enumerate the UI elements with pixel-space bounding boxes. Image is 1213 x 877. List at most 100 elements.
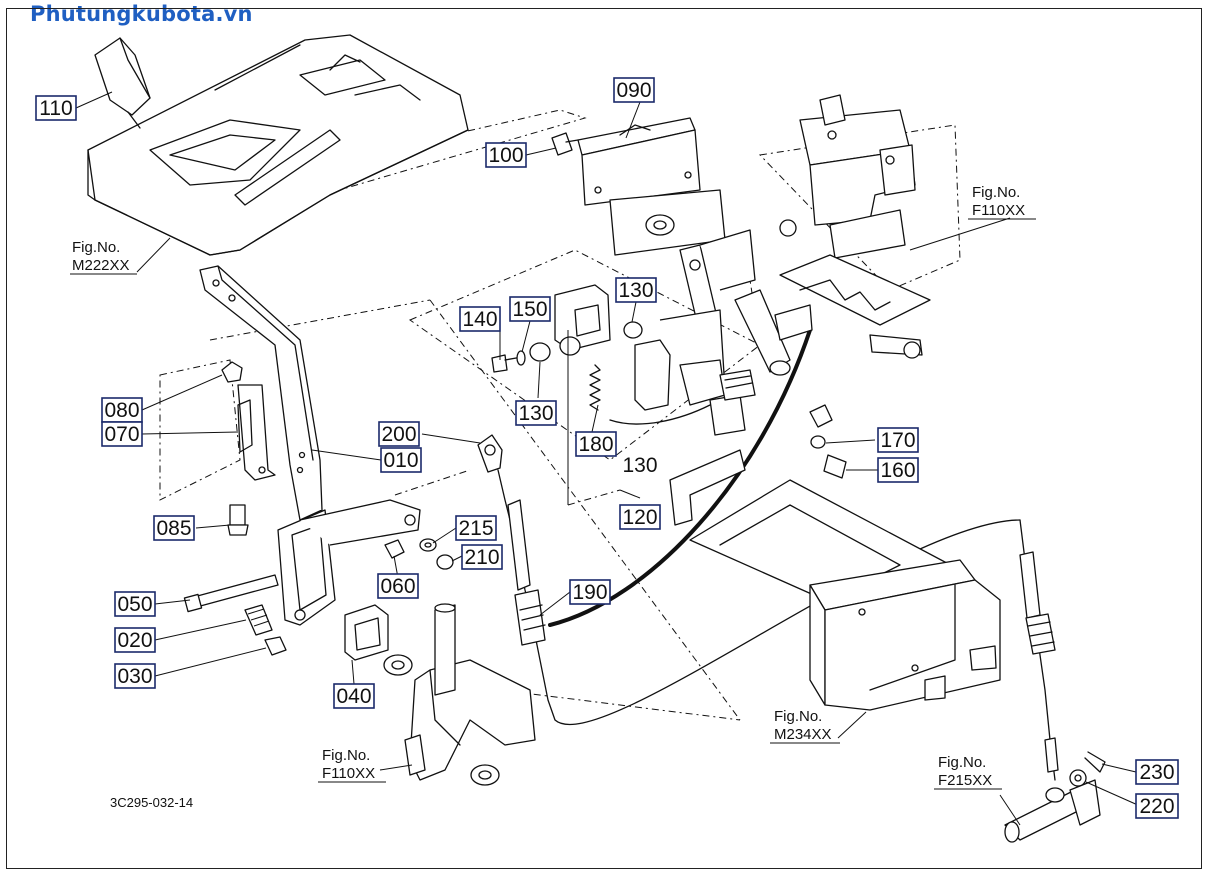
- part-label-040-text: 040: [336, 685, 371, 708]
- cable-190: [497, 328, 1021, 726]
- part-label-130-upper[interactable]: 130: [615, 277, 657, 303]
- part-label-010[interactable]: 010: [380, 447, 422, 473]
- fig-ref-m234[interactable]: Fig.No. M234XX: [770, 708, 840, 744]
- part-label-090[interactable]: 090: [613, 77, 655, 103]
- fig-ref-f110-top-line2: F110XX: [972, 202, 1025, 219]
- spring-020: [244, 604, 273, 636]
- nut-210: [436, 554, 454, 570]
- part-label-190-text: 190: [572, 581, 607, 604]
- fig-ref-f110-bottom-line1: Fig.No.: [322, 747, 370, 764]
- bolt-085: [227, 504, 249, 536]
- nut-170: [809, 404, 833, 449]
- fig-ref-f110-top-line1: Fig.No.: [972, 184, 1020, 201]
- part-label-160[interactable]: 160: [877, 457, 919, 483]
- part-label-140-text: 140: [462, 308, 497, 331]
- part-label-080[interactable]: 080: [101, 397, 143, 423]
- washer-150: [516, 350, 526, 366]
- base-frame: [689, 479, 1001, 711]
- part-label-220-text: 220: [1139, 795, 1174, 818]
- leader-lines: [75, 91, 1141, 826]
- part-label-070-text: 070: [104, 423, 139, 446]
- part-label-060[interactable]: 060: [377, 573, 419, 599]
- console-cover: [87, 34, 469, 256]
- part-label-170-text: 170: [880, 429, 915, 452]
- washer-220: [1069, 769, 1087, 787]
- washer-215: [419, 538, 437, 552]
- bolt-100: [551, 132, 579, 156]
- nut-030: [264, 636, 287, 656]
- gate-plate-right: [774, 254, 931, 359]
- gate-plate-090: [577, 117, 701, 206]
- bolt-140: [491, 354, 523, 373]
- fig-ref-f215-line2: F215XX: [938, 772, 992, 789]
- part-label-150[interactable]: 150: [509, 296, 551, 322]
- part-label-130-unboxed-text: 130: [622, 454, 657, 477]
- part-label-120-text: 120: [622, 506, 657, 529]
- part-label-080-text: 080: [104, 399, 139, 422]
- part-label-200-text: 200: [381, 423, 416, 446]
- part-label-110-text: 110: [39, 97, 72, 120]
- part-label-215-text: 215: [458, 517, 493, 540]
- part-label-020[interactable]: 020: [114, 627, 156, 653]
- bolt-050: [183, 574, 279, 613]
- part-label-030[interactable]: 030: [114, 663, 156, 689]
- shift-lever: [199, 265, 323, 521]
- phantom-outline-left: [159, 359, 241, 501]
- part-label-170[interactable]: 170: [877, 427, 919, 453]
- fig-ref-f215[interactable]: Fig.No. F215XX: [934, 754, 1002, 790]
- fig-ref-m222[interactable]: Fig.No. M222XX: [70, 239, 137, 275]
- part-label-220[interactable]: 220: [1135, 793, 1179, 819]
- part-label-180-text: 180: [578, 433, 613, 456]
- part-label-060-text: 060: [380, 575, 415, 598]
- bracket-070: [237, 384, 276, 481]
- fig-ref-f110-bottom-line2: F110XX: [322, 765, 375, 782]
- part-label-210-text: 210: [464, 546, 499, 569]
- part-label-085-text: 085: [156, 517, 191, 540]
- part-label-230[interactable]: 230: [1135, 759, 1179, 785]
- part-label-150-text: 150: [512, 298, 547, 321]
- fig-ref-m222-line2: M222XX: [72, 257, 130, 274]
- fig-ref-m234-line1: Fig.No.: [774, 708, 822, 725]
- fig-ref-m222-line1: Fig.No.: [72, 239, 120, 256]
- part-label-070[interactable]: 070: [101, 421, 143, 447]
- part-label-130-unboxed[interactable]: 130: [622, 454, 657, 477]
- part-label-120[interactable]: 120: [619, 504, 661, 530]
- right-upper-bracket: [779, 94, 916, 259]
- part-label-090-text: 090: [616, 79, 651, 102]
- fig-ref-f110-bottom[interactable]: Fig.No. F110XX: [318, 747, 386, 783]
- bolt-160: [823, 454, 847, 479]
- part-label-040[interactable]: 040: [333, 683, 375, 709]
- part-label-050[interactable]: 050: [114, 591, 156, 617]
- part-label-200[interactable]: 200: [378, 421, 420, 447]
- fig-ref-m234-line2: M234XX: [774, 726, 832, 743]
- right-cable-end: [1019, 519, 1059, 781]
- site-brand: Phutungkubota.vn: [30, 2, 253, 26]
- pivot-block: [609, 309, 726, 425]
- cotter-pin-230: [1084, 751, 1106, 773]
- part-label-215[interactable]: 215: [455, 515, 497, 541]
- fig-ref-f215-line1: Fig.No.: [938, 754, 986, 771]
- nut-060: [384, 539, 405, 559]
- spring-180: [589, 364, 601, 411]
- part-label-030-text: 030: [117, 665, 152, 688]
- part-label-180[interactable]: 180: [575, 431, 617, 457]
- part-label-020-text: 020: [117, 629, 152, 652]
- shift-arm: [669, 369, 756, 526]
- part-label-085[interactable]: 085: [153, 515, 195, 541]
- fig-ref-f110-top[interactable]: Fig.No. F110XX: [968, 184, 1036, 220]
- bolt-080: [221, 361, 243, 383]
- lever-arm-f215: [1004, 779, 1101, 843]
- part-label-140[interactable]: 140: [459, 306, 501, 332]
- part-label-110[interactable]: 110: [35, 95, 77, 121]
- part-label-160-text: 160: [880, 459, 915, 482]
- part-label-130-lower[interactable]: 130: [515, 400, 557, 426]
- part-label-190[interactable]: 190: [569, 579, 611, 605]
- part-label-010-text: 010: [383, 449, 418, 472]
- part-label-210[interactable]: 210: [461, 544, 503, 570]
- detent-block: [529, 284, 611, 362]
- part-label-130-lower-text: 130: [518, 402, 553, 425]
- part-label-100[interactable]: 100: [485, 142, 527, 168]
- block-040: [344, 604, 389, 661]
